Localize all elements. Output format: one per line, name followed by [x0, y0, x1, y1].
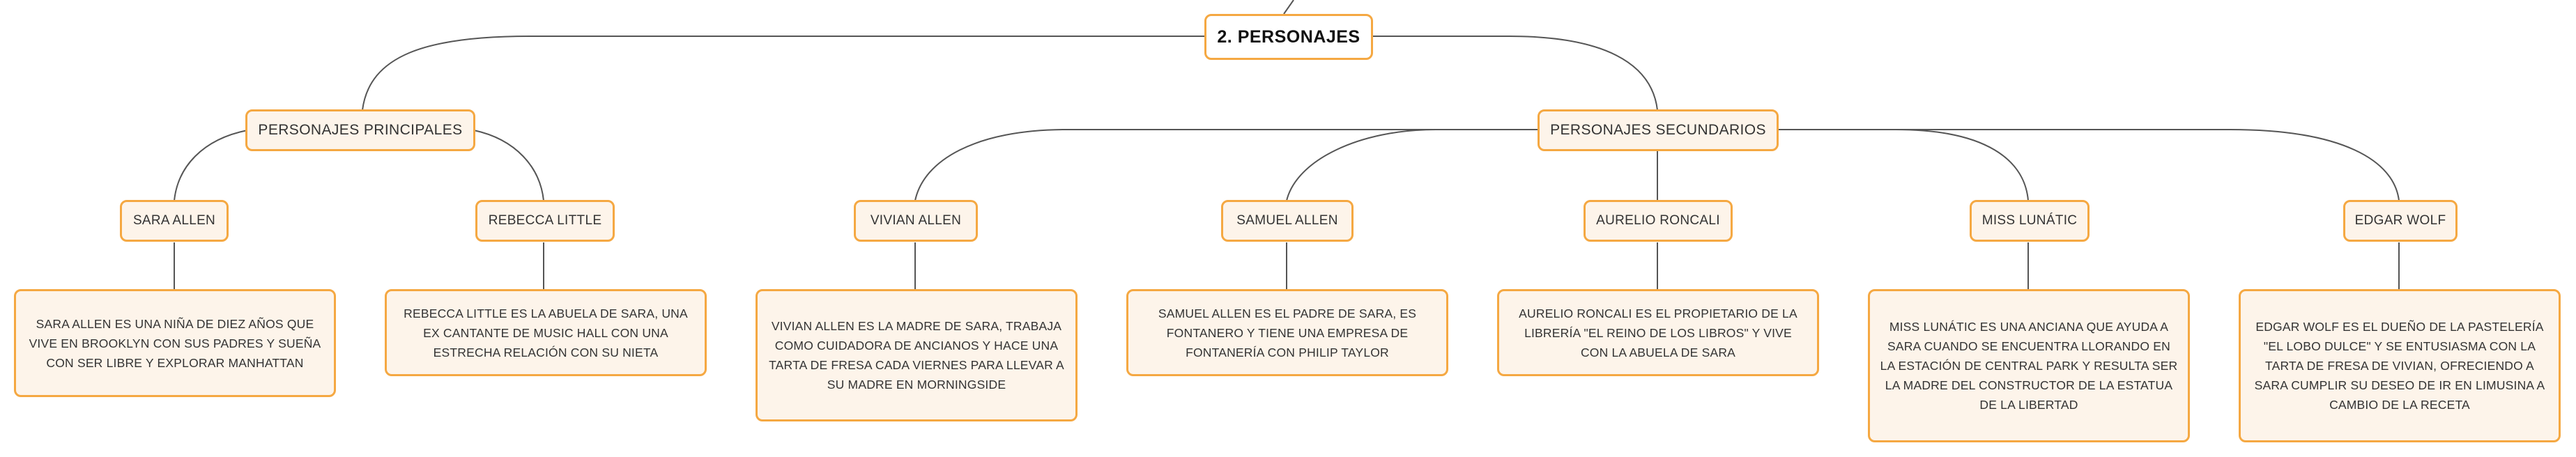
- character-description: SARA ALLEN ES UNA NIÑA DE DIEZ AÑOS QUE …: [29, 316, 321, 370]
- character-name: REBECCA LITTLE: [488, 213, 602, 228]
- character-name: EDGAR WOLF: [2354, 213, 2446, 228]
- character-description: MISS LUNÁTIC ES UNA ANCIANA QUE AYUDA A …: [1880, 320, 2178, 412]
- connector-secundarios-miss: [1776, 129, 2029, 201]
- character-name: MISS LUNÁTIC: [1981, 213, 2078, 228]
- connector-root-principales: [362, 36, 1206, 111]
- connector-secundarios-samuel: [1286, 129, 1539, 201]
- character-description: VIVIAN ALLEN ES LA MADRE DE SARA, TRABAJ…: [769, 319, 1064, 392]
- character-node-sara-allen[interactable]: SARA ALLEN: [120, 200, 229, 242]
- category-label: PERSONAJES SECUNDARIOS: [1550, 122, 1766, 138]
- connector-secundarios-edgar: [1776, 129, 2400, 201]
- root-node-personajes[interactable]: 2. PERSONAJES: [1204, 14, 1373, 60]
- character-description: SAMUEL ALLEN ES EL PADRE DE SARA, ES FON…: [1158, 306, 1417, 359]
- character-name: SARA ALLEN: [132, 213, 216, 228]
- character-node-edgar-wolf[interactable]: EDGAR WOLF: [2343, 200, 2458, 242]
- connector-secundarios-vivian: [914, 129, 1539, 201]
- category-node-secundarios[interactable]: PERSONAJES SECUNDARIOS: [1538, 109, 1779, 151]
- connector-principales-rebecca: [473, 130, 544, 201]
- connector-root-secundarios: [1372, 36, 1658, 111]
- character-description: EDGAR WOLF ES EL DUEÑO DE LA PASTELERÍA …: [2254, 320, 2545, 412]
- root-parent-connector: [1283, 0, 1294, 15]
- description-node-vivian-allen[interactable]: VIVIAN ALLEN ES LA MADRE DE SARA, TRABAJ…: [756, 289, 1078, 421]
- character-name: SAMUEL ALLEN: [1236, 213, 1338, 228]
- character-node-samuel-allen[interactable]: SAMUEL ALLEN: [1221, 200, 1354, 242]
- root-title: 2. PERSONAJES: [1217, 26, 1360, 47]
- character-description: REBECCA LITTLE ES LA ABUELA DE SARA, UNA…: [404, 306, 688, 359]
- character-node-aurelio-roncali[interactable]: AURELIO RONCALI: [1584, 200, 1733, 242]
- character-name: AURELIO RONCALI: [1596, 213, 1720, 228]
- character-name: VIVIAN ALLEN: [870, 213, 962, 228]
- character-node-miss-lunatic[interactable]: MISS LUNÁTIC: [1970, 200, 2090, 242]
- character-description: AURELIO RONCALI ES EL PROPIETARIO DE LA …: [1519, 306, 1797, 359]
- category-label: PERSONAJES PRINCIPALES: [258, 122, 463, 138]
- description-node-edgar-wolf[interactable]: EDGAR WOLF ES EL DUEÑO DE LA PASTELERÍA …: [2239, 289, 2561, 442]
- description-node-aurelio-roncali[interactable]: AURELIO RONCALI ES EL PROPIETARIO DE LA …: [1497, 289, 1819, 376]
- character-node-rebecca-little[interactable]: REBECCA LITTLE: [475, 200, 615, 242]
- description-node-samuel-allen[interactable]: SAMUEL ALLEN ES EL PADRE DE SARA, ES FON…: [1126, 289, 1448, 376]
- character-node-vivian-allen[interactable]: VIVIAN ALLEN: [854, 200, 978, 242]
- connector-principales-sara: [174, 130, 248, 201]
- description-node-rebecca-little[interactable]: REBECCA LITTLE ES LA ABUELA DE SARA, UNA…: [385, 289, 707, 376]
- category-node-principales[interactable]: PERSONAJES PRINCIPALES: [245, 109, 475, 151]
- description-node-miss-lunatic[interactable]: MISS LUNÁTIC ES UNA ANCIANA QUE AYUDA A …: [1868, 289, 2190, 442]
- description-node-sara-allen[interactable]: SARA ALLEN ES UNA NIÑA DE DIEZ AÑOS QUE …: [14, 289, 336, 397]
